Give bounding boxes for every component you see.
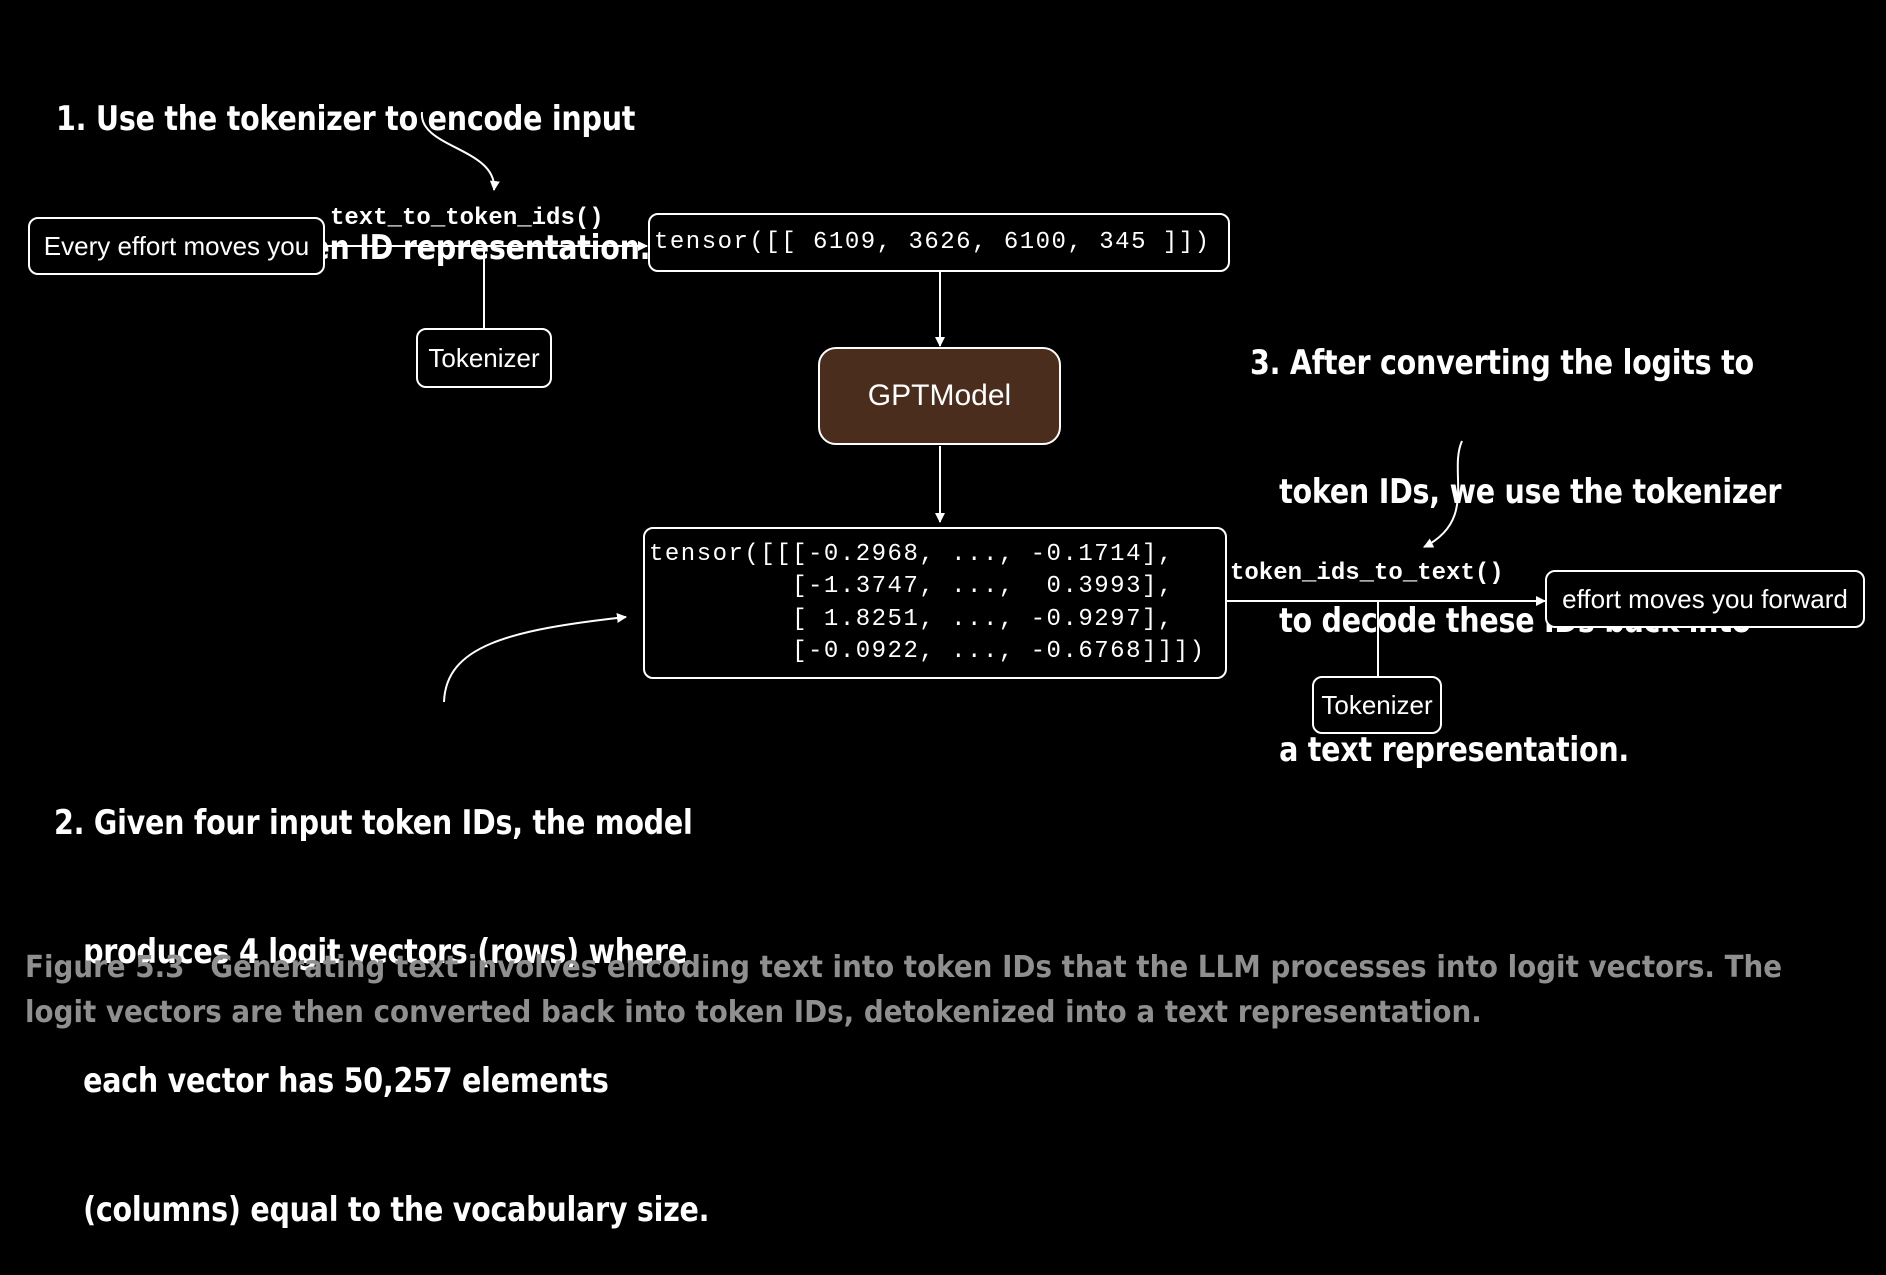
gpt-model-node: GPTModel (818, 347, 1061, 445)
caption-line: logit vectors are then converted back in… (25, 995, 1482, 1030)
decode-function-label: token_ids_to_text() (1230, 560, 1504, 587)
step3-line: a text representation. (1250, 730, 1630, 770)
token-ids-tensor-label: tensor([[ 6109, 3626, 6100, 345 ]]) (654, 229, 1211, 256)
logits-row: [-1.3747, ..., 0.3993], (649, 573, 1174, 600)
token-ids-tensor-node: tensor([[ 6109, 3626, 6100, 345 ]]) (648, 213, 1230, 272)
output-text-node: effort moves you forward (1545, 570, 1865, 628)
input-text-label: Every effort moves you (43, 230, 310, 261)
logits-row: [-0.0922, ..., -0.6768]]]) (649, 638, 1206, 665)
encode-tokenizer-node: Tokenizer (416, 328, 552, 388)
logits-row: tensor([[[-0.2968, ..., -0.1714], (649, 541, 1174, 568)
step3-line: token IDs, we use the tokenizer (1250, 472, 1782, 512)
step2-line: 2. Given four input token IDs, the model (54, 803, 693, 843)
decode-tokenizer-label: Tokenizer (1321, 689, 1433, 720)
decode-tokenizer-node: Tokenizer (1312, 676, 1442, 734)
input-text-node: Every effort moves you (28, 217, 325, 275)
logits-row: [ 1.8251, ..., -0.9297], (649, 606, 1174, 633)
caption-line: Figure 5.3 Generating text involves encod… (25, 945, 1782, 990)
step2-line: each vector has 50,257 elements (54, 1061, 609, 1101)
step1-pointer (420, 111, 500, 191)
connector-lines (325, 111, 1546, 703)
figure-caption: Figure 5.3 Generating text involves encod… (25, 945, 1782, 1035)
step1-line: 1. Use the tokenizer to encode input (56, 99, 636, 139)
gpt-model-label: GPTModel (867, 379, 1012, 412)
encode-tokenizer-label: Tokenizer (428, 342, 540, 373)
step2-pointer (443, 613, 627, 703)
step2-line: produces 4 logit vectors (rows) where (54, 932, 687, 972)
step3-line: 3. After converting the logits to (1250, 343, 1754, 383)
step3-pointer (1423, 440, 1463, 548)
figure-label: Figure 5.3 (25, 950, 185, 985)
step2-line: (columns) equal to the vocabulary size. (54, 1190, 710, 1230)
step3-annotation: 3. After converting the logits to token … (1250, 256, 1781, 815)
encode-function-label: text_to_token_ids() (330, 205, 604, 232)
logits-tensor-node: tensor([[[-0.2968, ..., -0.1714], [-1.37… (643, 527, 1227, 679)
caption-text: Generating text involves encoding text i… (210, 950, 1783, 985)
output-text-label: effort moves you forward (1562, 583, 1848, 614)
